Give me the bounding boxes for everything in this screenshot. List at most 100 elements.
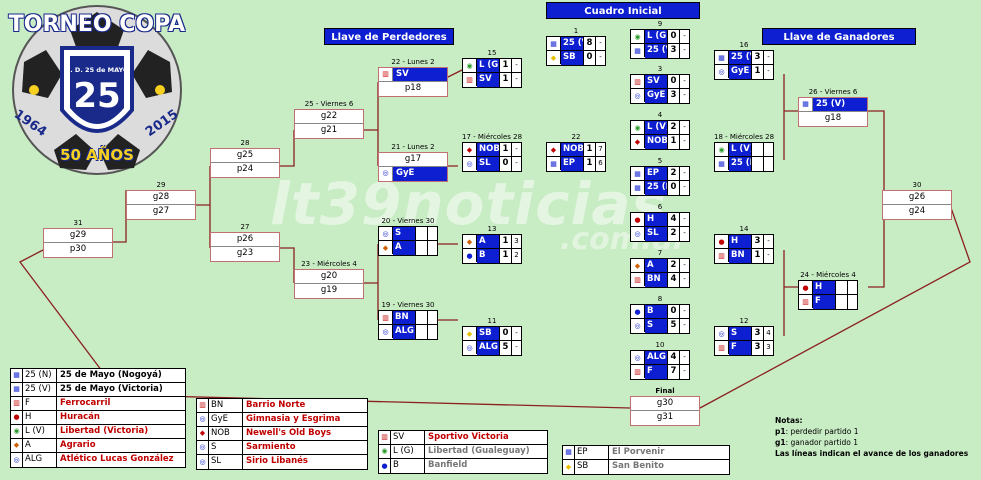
b-icon: ● bbox=[379, 459, 391, 473]
match-m6-label: 6 bbox=[657, 203, 663, 211]
legend-row: ◉L (G)Libertad (Gualeguay) bbox=[379, 445, 547, 459]
legend-team-name: El Porvenir bbox=[612, 447, 665, 457]
team-name: ALG bbox=[393, 325, 415, 339]
score: 0 bbox=[499, 157, 511, 171]
logo-number: 25 bbox=[73, 76, 121, 116]
match-m2-label: 9 bbox=[657, 20, 663, 28]
25-icon: ▦ bbox=[799, 98, 813, 111]
f-icon: ▥ bbox=[11, 397, 23, 410]
box-23-row1: g20 bbox=[295, 270, 363, 284]
legend-team-name: Ferrocarril bbox=[60, 398, 111, 408]
team-name: NOB bbox=[645, 135, 667, 149]
penalty-score: - bbox=[679, 44, 689, 58]
team-name: EP bbox=[561, 157, 583, 171]
box-27-row1: p26 bbox=[211, 233, 279, 247]
box-28-label: 28 bbox=[240, 139, 250, 147]
penalty-score bbox=[847, 295, 857, 309]
penalty-score: - bbox=[511, 327, 521, 340]
box-26-row1: ▦ 25 (V) bbox=[799, 98, 867, 112]
team-name: SV bbox=[645, 75, 667, 88]
match-row: ▦25 (V)3- bbox=[631, 44, 689, 58]
score: 1 bbox=[499, 143, 511, 156]
l-icon: ◉ bbox=[463, 59, 477, 72]
a-icon: ◆ bbox=[379, 241, 393, 254]
notes-line-3: Las líneas indican el avance de los gana… bbox=[775, 449, 969, 458]
s-icon: ◎ bbox=[379, 227, 393, 240]
penalty-score: - bbox=[679, 259, 689, 272]
25-icon: ▦ bbox=[631, 44, 645, 57]
s-icon: ◎ bbox=[715, 327, 729, 340]
match-m16-label: 16 bbox=[739, 41, 749, 49]
match-m17-label: 17 - Miércoles 28 bbox=[462, 133, 523, 141]
box-22-row1: ▥ SV bbox=[379, 68, 447, 82]
team-name: BN bbox=[393, 311, 415, 324]
legend-abbr: GyE bbox=[209, 413, 243, 426]
match-row: ◉L (V)2- bbox=[631, 121, 689, 135]
box-25-row2: g21 bbox=[320, 125, 338, 135]
notes-line-1-text: : perdedir partido 1 bbox=[785, 427, 859, 436]
box-28-row1: g25 bbox=[211, 149, 279, 163]
box-25-row1: g22 bbox=[295, 110, 363, 124]
score: 0 bbox=[583, 51, 595, 65]
legend-team-name: Banfield bbox=[428, 460, 468, 470]
b-icon: ● bbox=[631, 305, 645, 318]
box-30: g26 g24 bbox=[882, 190, 952, 220]
box-final-row1: g30 bbox=[631, 397, 699, 411]
score: 4 bbox=[667, 213, 679, 226]
team-name: F bbox=[729, 341, 751, 355]
box-23-label: 23 - Miércoles 4 bbox=[301, 260, 357, 268]
team-name: S bbox=[645, 319, 667, 333]
box-final-label: Final bbox=[655, 387, 675, 395]
25-icon: ▦ bbox=[715, 157, 729, 170]
box-31-label: 31 bbox=[73, 219, 83, 227]
legend-team-name: Sportivo Victoria bbox=[428, 432, 509, 442]
match-m24-label: 24 - Miércoles 4 bbox=[800, 271, 856, 279]
team-name: L (G) bbox=[477, 59, 499, 72]
legend-team-name: 25 de Mayo (Victoria) bbox=[60, 384, 163, 394]
box-27-row2: g23 bbox=[236, 248, 254, 258]
gye-icon: ◎ bbox=[197, 413, 209, 426]
penalty-score: - bbox=[763, 51, 773, 64]
alg-icon: ◎ bbox=[11, 453, 23, 467]
penalty-score bbox=[763, 157, 773, 171]
ep-icon: ▦ bbox=[547, 157, 561, 170]
notes-line-1-key: p1 bbox=[775, 427, 786, 436]
match-m5-label: 5 bbox=[657, 157, 663, 165]
score: 1 bbox=[499, 249, 511, 263]
box-26-label: 26 - Viernes 6 bbox=[808, 88, 858, 96]
bn-icon: ▥ bbox=[631, 273, 645, 286]
match-row: ▦25 (N)0- bbox=[631, 181, 689, 195]
match-row: ◉L (G)0- bbox=[631, 30, 689, 44]
box-25-label: 25 - Viernes 6 bbox=[304, 100, 354, 108]
penalty-score: 6 bbox=[595, 157, 605, 171]
box-22-label: 22 - Lunes 2 bbox=[391, 58, 435, 66]
score bbox=[415, 325, 427, 339]
legend-abbr: EP bbox=[575, 446, 609, 459]
team-name: S bbox=[393, 227, 415, 240]
penalty-score: - bbox=[763, 65, 773, 79]
penalty-score bbox=[763, 143, 773, 156]
team-name: 25 (N) bbox=[729, 157, 751, 171]
nob-icon: ◆ bbox=[547, 143, 561, 156]
team-name: BN bbox=[645, 273, 667, 287]
score bbox=[835, 281, 847, 294]
score: 5 bbox=[499, 341, 511, 355]
sv-icon: ▥ bbox=[463, 73, 477, 86]
legend-abbr: BN bbox=[209, 399, 243, 412]
legend-abbr: B bbox=[391, 459, 425, 473]
penalty-score: 4 bbox=[763, 327, 773, 340]
match-row: ▦25 (V)3- bbox=[715, 51, 773, 65]
l-icon: ◉ bbox=[11, 425, 23, 438]
a-icon: ◆ bbox=[463, 235, 477, 248]
notes-line-2-text: : ganador partido 1 bbox=[785, 438, 858, 447]
tournament-logo: TORNEO COPA C. D. 25 de MAYO 25 1964 201… bbox=[4, 2, 190, 178]
logo-anniversary: 50 AÑOS bbox=[60, 146, 134, 164]
team-name: A bbox=[393, 241, 415, 255]
